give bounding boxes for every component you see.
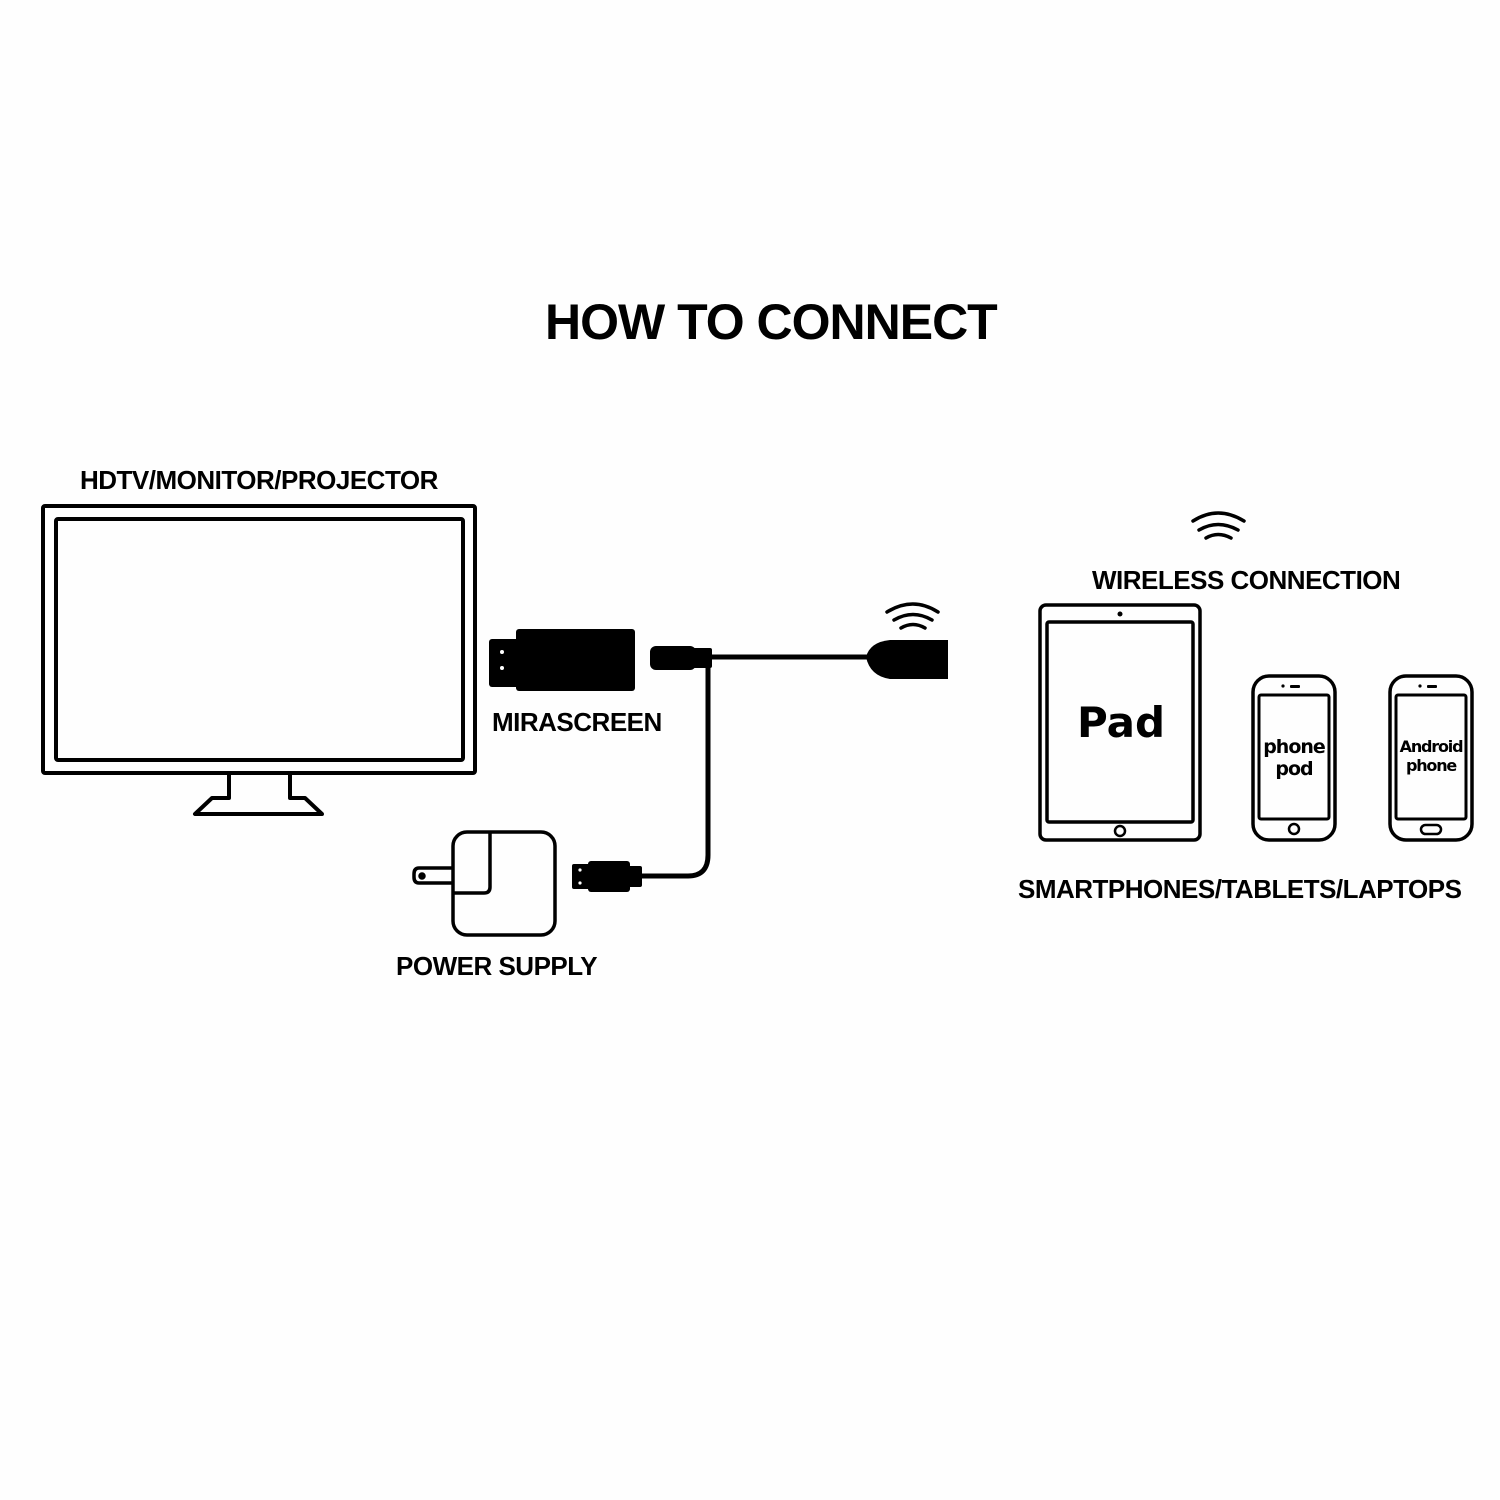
phone-screen-text-line2: pod xyxy=(1275,758,1312,780)
display-label: HDTV/MONITOR/PROJECTOR xyxy=(80,465,438,495)
android-screen-text-line1: Android xyxy=(1400,737,1463,756)
android-screen-text-line2: phone xyxy=(1406,756,1457,775)
power-supply-label: POWER SUPPLY xyxy=(396,951,598,981)
dongle-label: MIRASCREEN xyxy=(492,707,662,737)
mirascreen-dongle-icon xyxy=(489,629,635,691)
phone-screen-text-line1: phone xyxy=(1263,736,1325,758)
phone-icon: phone pod xyxy=(1251,674,1337,842)
power-adapter-icon xyxy=(412,830,557,937)
wireless-connection-label: WIRELESS CONNECTION xyxy=(1092,565,1401,595)
tablet-screen-text: Pad xyxy=(1077,698,1165,747)
tablet-icon: Pad xyxy=(1038,603,1202,842)
page-title: HOW TO CONNECT xyxy=(545,294,998,350)
usb-plug-icon xyxy=(572,861,642,892)
tv-monitor-icon xyxy=(41,504,477,816)
wifi-antenna-icon xyxy=(866,640,948,679)
wireless-signal-icon xyxy=(1191,511,1246,540)
devices-label: SMARTPHONES/TABLETS/LAPTOPS xyxy=(1018,874,1462,904)
android-phone-icon: Android phone xyxy=(1388,674,1474,842)
wifi-signal-icon xyxy=(885,602,940,630)
y-cable-icon xyxy=(640,646,872,879)
